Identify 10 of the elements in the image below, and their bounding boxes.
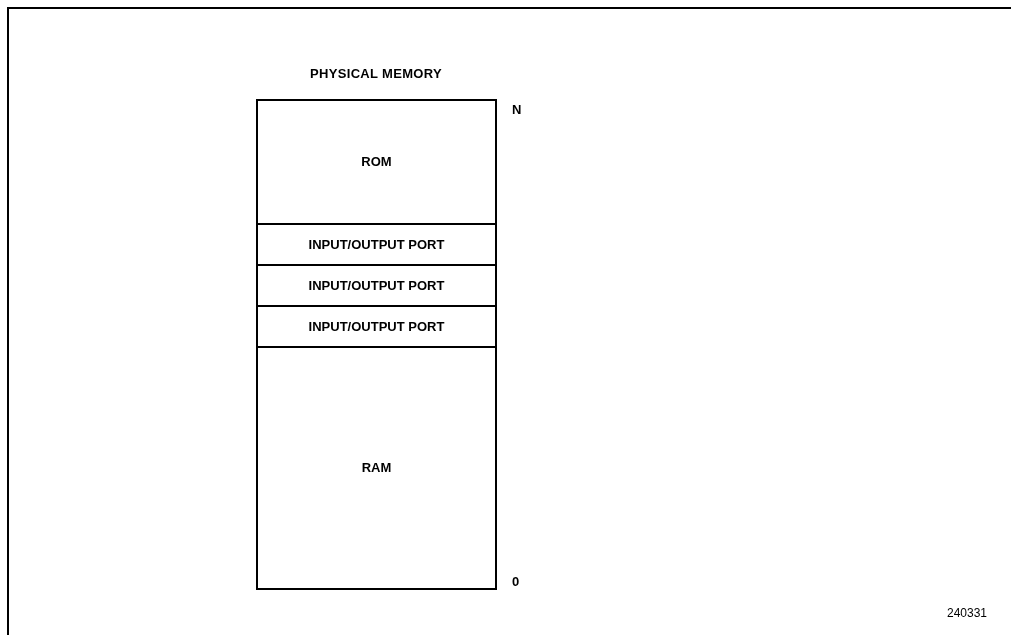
region-label: INPUT/OUTPUT PORT — [308, 276, 445, 295]
memory-map-box — [256, 99, 497, 590]
figure-number: 240331 — [947, 605, 988, 622]
region-label: ROM — [361, 153, 392, 172]
address-label: N — [512, 101, 522, 119]
region-label: INPUT/OUTPUT PORT — [308, 317, 445, 336]
region-label: INPUT/OUTPUT PORT — [308, 235, 445, 254]
address-label: 0 — [512, 573, 520, 591]
region-label: RAM — [361, 459, 392, 478]
memory-title: PHYSICAL MEMORY — [309, 65, 443, 83]
